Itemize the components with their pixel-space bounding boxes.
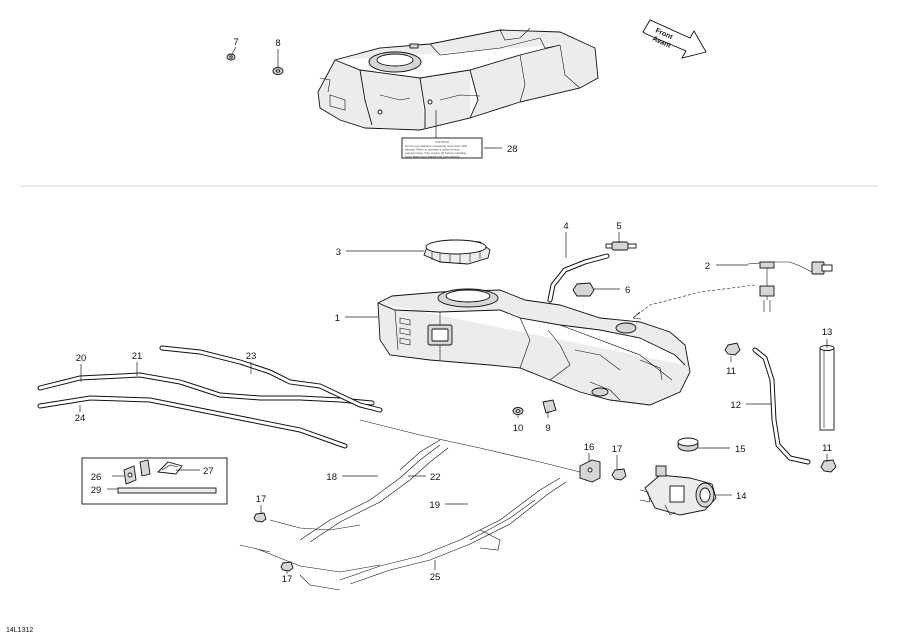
front-direction-arrow: Front Avant xyxy=(642,19,707,59)
callout-2: 2 xyxy=(705,261,710,272)
bracket-16 xyxy=(579,459,601,483)
leader-lines xyxy=(79,46,828,574)
vent-valve-5 xyxy=(605,241,637,251)
callout-21: 21 xyxy=(132,351,143,362)
callout-26: 26 xyxy=(91,472,102,483)
callout-16: 16 xyxy=(584,442,595,453)
clamp-11-lower xyxy=(820,459,837,473)
callout-6: 6 xyxy=(625,285,630,296)
callout-10: 10 xyxy=(513,423,524,434)
hardware-kit-box xyxy=(81,457,228,505)
callout-17-bottom: 17 xyxy=(282,574,293,585)
grommet-15 xyxy=(677,437,699,452)
clamp-17-bottom xyxy=(280,561,294,572)
drawing-number: 14L1312 xyxy=(6,627,33,634)
callout-23: 23 xyxy=(246,351,257,362)
callout-24: 24 xyxy=(75,413,86,424)
callout-20: 20 xyxy=(76,353,87,364)
caution-heading: CAUTION xyxy=(435,140,449,144)
callout-14: 14 xyxy=(736,491,747,502)
vent-hose-4 xyxy=(547,253,610,303)
callout-17-right: 17 xyxy=(612,444,623,455)
washer-8 xyxy=(272,67,284,75)
caution-label-28: CAUTION Do not use gasoline containing m… xyxy=(401,110,483,159)
caution-line: Do not use gasoline containing more than… xyxy=(405,144,468,148)
callout-5: 5 xyxy=(616,221,621,232)
clamp-17-left xyxy=(253,512,267,523)
callout-25: 25 xyxy=(430,572,441,583)
callout-19: 19 xyxy=(429,500,440,511)
tank-cap-3 xyxy=(423,239,491,265)
nut-10 xyxy=(512,407,524,415)
fuel-tank-1 xyxy=(377,288,691,406)
fuel-lines-18-25 xyxy=(239,419,581,591)
callout-22: 22 xyxy=(430,472,441,483)
callout-1: 1 xyxy=(335,313,340,324)
callout-4: 4 xyxy=(563,221,568,232)
clamp-17-right xyxy=(611,468,627,481)
callout-8: 8 xyxy=(275,38,280,49)
fuel-pump-14 xyxy=(639,465,717,516)
clamp-6 xyxy=(572,282,595,297)
fuel-hose-12 xyxy=(752,347,811,465)
fuel-sensor-2 xyxy=(632,261,833,320)
callout-18: 18 xyxy=(326,472,337,483)
nut-7 xyxy=(226,53,236,61)
callout-17-left: 17 xyxy=(256,494,267,505)
callouts: 7 8 28 1 2 3 4 5 6 9 10 11 11 12 13 14 1… xyxy=(75,37,833,585)
callout-13: 13 xyxy=(822,327,833,338)
callout-11-upper: 11 xyxy=(726,366,736,377)
hose-13 xyxy=(819,345,835,431)
clamp-11-upper xyxy=(724,342,741,356)
callout-27: 27 xyxy=(203,466,214,477)
callout-11-lower: 11 xyxy=(822,443,832,454)
fuel-lines-20-24 xyxy=(37,345,383,449)
callout-3: 3 xyxy=(336,247,341,258)
callout-15: 15 xyxy=(735,444,746,455)
caution-line: ethanol. Refer to operator's guide for f… xyxy=(405,148,460,152)
callout-28: 28 xyxy=(507,144,518,155)
callout-9: 9 xyxy=(545,423,550,434)
callout-29: 29 xyxy=(91,485,102,496)
caution-line: Keep away from sparks and open flames. xyxy=(405,155,460,159)
callout-12: 12 xyxy=(730,400,741,411)
caution-line: requirements. Turn engine off before ref… xyxy=(405,151,467,155)
body-assembly-illustration xyxy=(317,27,599,131)
plate-9 xyxy=(542,399,557,414)
callout-7: 7 xyxy=(233,37,238,48)
